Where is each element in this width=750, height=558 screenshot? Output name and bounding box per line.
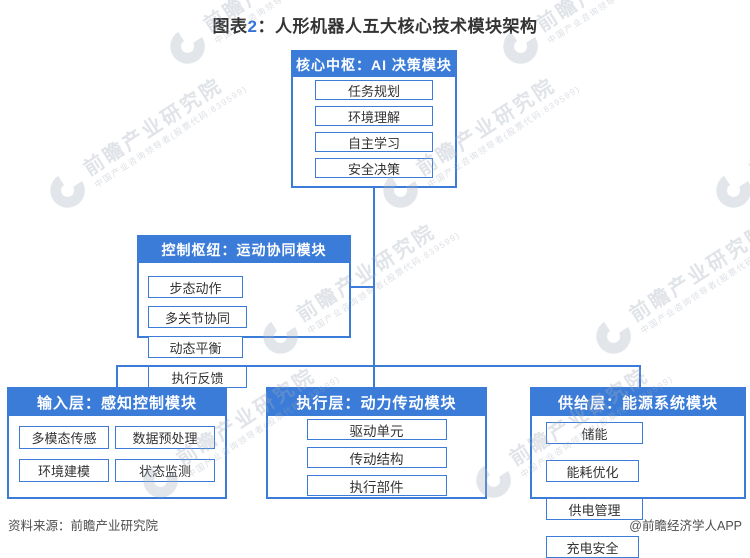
- module-item: 供电管理: [546, 498, 643, 520]
- module-item: 环境理解: [315, 106, 433, 126]
- footer-credit: @前瞻经济学人APP: [629, 519, 742, 533]
- chart-title-number: 2: [247, 17, 258, 36]
- module-item: 安全决策: [315, 158, 433, 178]
- chart-title-prefix: 图表: [212, 17, 248, 36]
- module-energy-system-body: 储能 能耗优化 供电管理 充电安全: [532, 416, 744, 558]
- module-motion-control: 控制枢纽：运动协同模块 步态动作 多关节协同 动态平衡 执行反馈: [137, 235, 351, 388]
- module-motion-control-body: 步态动作 多关节协同 动态平衡 执行反馈: [139, 263, 349, 388]
- connector-vertical-main: [373, 188, 375, 388]
- watermark-texts: 前瞻产业研究院 中国产业咨询领导者(股票代码:839599): [626, 210, 750, 336]
- watermark-subtitle: 中国产业咨询领导者(股票代码:839599): [638, 229, 750, 336]
- watermark-brand: 前瞻产业研究院: [626, 220, 750, 327]
- module-item: 执行部件: [306, 475, 447, 496]
- module-item: 状态监测: [115, 459, 215, 482]
- module-item: 驱动单元: [306, 419, 447, 440]
- qianzhan-logo-icon: [596, 321, 631, 354]
- module-item: 充电安全: [546, 536, 639, 558]
- footer: 资料来源：前瞻产业研究院 @前瞻经济学人APP: [0, 513, 750, 533]
- module-perception-input: 输入层：感知控制模块 多模态传感 数据预处理 环境建模 状态监测: [7, 387, 227, 499]
- qianzhan-logo-icon: [716, 175, 750, 208]
- connector-control-branch: [351, 286, 375, 288]
- module-item: 执行反馈: [148, 366, 247, 388]
- module-motion-control-header: 控制枢纽：运动协同模块: [139, 237, 349, 263]
- footer-source: 资料来源：前瞻产业研究院: [8, 519, 159, 533]
- module-item: 任务规划: [315, 80, 433, 100]
- watermark-texts: 前瞻产业研究院 中国产业咨询领导者(股票代码:839599): [746, 64, 750, 190]
- chart-title-rest: ：人形机器人五大核心技术模块架构: [257, 17, 538, 36]
- module-item: 步态动作: [148, 276, 243, 298]
- connector-drop-right: [639, 365, 641, 387]
- module-item: 传动结构: [306, 447, 447, 468]
- module-item: 数据预处理: [115, 426, 215, 449]
- module-item: 储能: [546, 422, 643, 444]
- module-energy-system-header: 供给层：能源系统模块: [532, 389, 744, 416]
- connector-drop-left: [116, 365, 118, 387]
- module-energy-system: 供给层：能源系统模块 储能 能耗优化 供电管理 充电安全: [530, 387, 746, 558]
- module-item: 能耗优化: [546, 460, 639, 482]
- watermark-tile: 前瞻产业研究院 中国产业咨询领导者(股票代码:839599): [588, 201, 750, 362]
- module-item: 环境建模: [19, 459, 109, 482]
- connector-horizontal-main: [116, 365, 641, 367]
- module-power-transmission-body: 驱动单元 传动结构 执行部件: [268, 416, 485, 496]
- module-item: 多关节协同: [148, 306, 247, 328]
- watermark-tile: 前瞻产业研究院 中国产业咨询领导者(股票代码:839599): [708, 55, 750, 216]
- watermark-tile: 前瞻产业研究院 中国产业咨询领导者(股票代码:839599): [42, 55, 263, 216]
- watermark-brand: 前瞻产业研究院: [746, 74, 750, 181]
- chart-title: 图表2：人形机器人五大核心技术模块架构: [0, 12, 750, 37]
- module-core-ai-header: 核心中枢：AI 决策模块: [293, 52, 455, 77]
- qianzhan-logo-icon: [50, 175, 85, 208]
- module-perception-input-body: 多模态传感 数据预处理 环境建模 状态监测: [9, 416, 225, 482]
- module-item: 动态平衡: [148, 336, 243, 358]
- module-power-transmission: 执行层：动力传动模块 驱动单元 传动结构 执行部件: [266, 387, 487, 499]
- watermark-brand: 前瞻产业研究院: [80, 74, 228, 181]
- watermark-subtitle: 中国产业咨询领导者(股票代码:839599): [92, 83, 249, 190]
- module-power-transmission-header: 执行层：动力传动模块: [268, 389, 485, 416]
- module-perception-input-header: 输入层：感知控制模块: [9, 389, 225, 416]
- module-item: 自主学习: [315, 132, 433, 152]
- module-core-ai: 核心中枢：AI 决策模块 任务规划 环境理解 自主学习 安全决策: [291, 50, 457, 188]
- module-item: 多模态传感: [19, 426, 109, 449]
- watermark-texts: 前瞻产业研究院 中国产业咨询领导者(股票代码:839599): [80, 64, 249, 190]
- module-core-ai-body: 任务规划 环境理解 自主学习 安全决策: [293, 77, 455, 178]
